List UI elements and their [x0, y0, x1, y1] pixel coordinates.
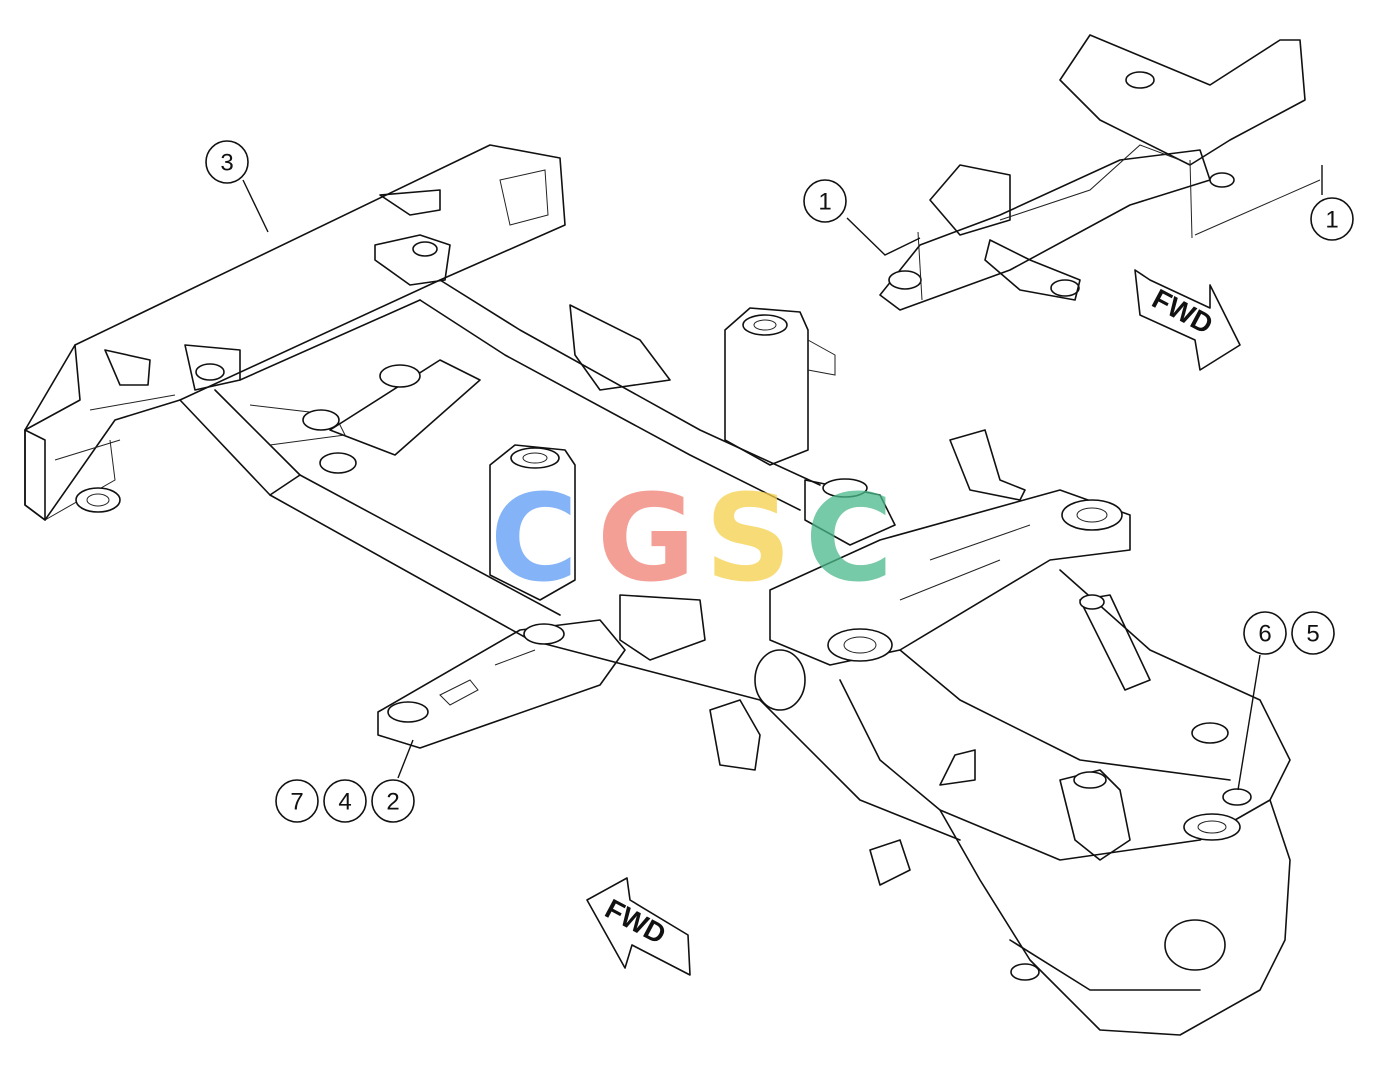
main-frame-rails	[179, 279, 961, 841]
callout-2-label: 2	[386, 789, 399, 816]
lower-front-frame	[839, 569, 1291, 1036]
inset-subassembly	[879, 34, 1321, 311]
callout-5-label: 5	[1306, 621, 1319, 648]
front-crossmember	[769, 429, 1131, 666]
front-mount-arm	[377, 594, 806, 771]
counterweight-beam	[24, 144, 566, 521]
watermark-letter-3: S	[705, 470, 791, 609]
callout-7-label: 7	[290, 789, 303, 816]
watermark-letter-4: C	[805, 470, 893, 609]
callout-3-label: 3	[220, 150, 233, 177]
callout-4-label: 4	[338, 789, 351, 816]
callout-1-right-label: 1	[1325, 207, 1338, 234]
fwd-arrow-bottom: FWD	[586, 877, 691, 976]
callout-2: 2	[371, 779, 415, 823]
fwd-arrow-top-label: FWD	[1147, 283, 1218, 340]
callout-6: 6	[1243, 611, 1287, 655]
callout-5: 5	[1291, 611, 1335, 655]
fwd-arrow-top: FWD	[1134, 269, 1241, 371]
callout-1-right: 1	[1310, 197, 1354, 241]
callout-1-left: 1	[803, 179, 847, 223]
watermark-letter-1: C	[490, 470, 578, 609]
watermark-letter-2: G	[597, 470, 696, 609]
callout-4: 4	[323, 779, 367, 823]
callout-1-left-label: 1	[818, 189, 831, 216]
callout-6-label: 6	[1258, 621, 1271, 648]
cab-mounts	[489, 304, 896, 601]
callout-7: 7	[275, 779, 319, 823]
callout-3: 3	[205, 140, 249, 184]
cgsc-watermark: C G S C	[490, 470, 893, 609]
leader-lines	[242, 165, 1323, 791]
